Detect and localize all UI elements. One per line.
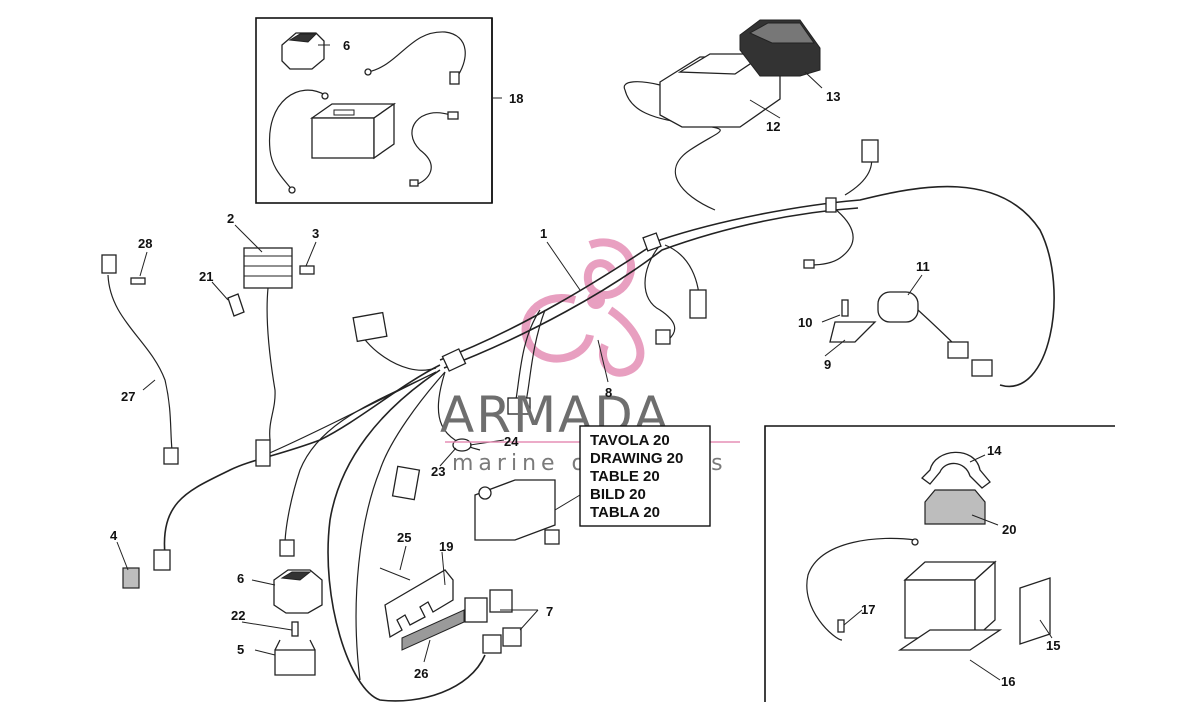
- screw-icon: [130, 277, 146, 285]
- callout-1: 1: [540, 226, 547, 241]
- sensor-lead-icon: [101, 254, 179, 465]
- battery-icon: [309, 102, 397, 160]
- screw-icon: [291, 621, 299, 637]
- callout-5: 5: [237, 642, 244, 657]
- callout-9: 9: [824, 357, 831, 372]
- battery-kit-inset: [255, 17, 502, 204]
- callout-3: 3: [312, 226, 319, 241]
- callout-2: 2: [227, 211, 234, 226]
- reference-line: TAVOLA 20: [590, 432, 670, 449]
- callout-17: 17: [861, 602, 875, 617]
- callout-15: 15: [1046, 638, 1060, 653]
- callout-16: 16: [1001, 674, 1015, 689]
- callout-13: 13: [826, 89, 840, 104]
- battery-kit-inset-right: [764, 425, 1115, 702]
- reference-line: DRAWING 20: [590, 450, 683, 467]
- holder-icon: [384, 569, 454, 639]
- callout-27: 27: [121, 389, 135, 404]
- reference-line: TABLA 20: [590, 504, 660, 521]
- callout-25: 25: [397, 530, 411, 545]
- callout-19: 19: [439, 539, 453, 554]
- bracket-icon: [829, 321, 877, 343]
- callout-10: 10: [798, 315, 812, 330]
- callouts: 1 2 3 4 5 6 6 7 8 9 10 11 12 13 14 15 16…: [110, 38, 1060, 689]
- clip-icon: [227, 293, 245, 317]
- manual-icon: [1019, 577, 1051, 645]
- callout-26: 26: [414, 666, 428, 681]
- callout-23: 23: [431, 464, 445, 479]
- fuse-relay-icon: [464, 589, 522, 654]
- callout-14: 14: [987, 443, 1002, 458]
- neutral-switch-icon: [122, 567, 140, 589]
- strip-icon: [401, 609, 465, 651]
- relay-icon: [281, 32, 325, 70]
- battery-tray-icon: [897, 629, 1003, 651]
- callout-4: 4: [110, 528, 118, 543]
- control-unit-cover-icon: [739, 19, 821, 77]
- callout-21: 21: [199, 269, 213, 284]
- callout-6: 6: [237, 571, 244, 586]
- screw-icon: [841, 299, 849, 317]
- callout-12: 12: [766, 119, 780, 134]
- ignition-coil-icon: [877, 291, 993, 377]
- watermark-logo: [521, 238, 645, 377]
- callout-28: 28: [138, 236, 152, 251]
- screw-icon: [299, 265, 315, 275]
- starter-motor-icon: [474, 479, 560, 545]
- callout-11: 11: [916, 259, 930, 274]
- bracket-icon: [274, 639, 316, 676]
- reference-line: BILD 20: [590, 486, 646, 503]
- cap-icon: [924, 489, 986, 525]
- regulator-icon: [243, 247, 293, 441]
- callout-18: 18: [509, 91, 523, 106]
- strap-icon: [921, 451, 991, 489]
- reference-line: TABLE 20: [590, 468, 660, 485]
- callout-22: 22: [231, 608, 245, 623]
- callout-20: 20: [1002, 522, 1016, 537]
- battery-icon: [903, 560, 997, 640]
- reference-box: TAVOLA 20 DRAWING 20 TABLE 20 BILD 20 TA…: [579, 425, 711, 527]
- callout-7: 7: [546, 604, 553, 619]
- callout-8: 8: [605, 385, 612, 400]
- callout-24: 24: [504, 434, 519, 449]
- callout-6-inset: 6: [343, 38, 350, 53]
- screw-icon: [837, 619, 845, 633]
- control-unit-icon: [659, 53, 781, 128]
- main-wiring-harness: [153, 81, 1055, 702]
- relay-icon: [273, 569, 323, 614]
